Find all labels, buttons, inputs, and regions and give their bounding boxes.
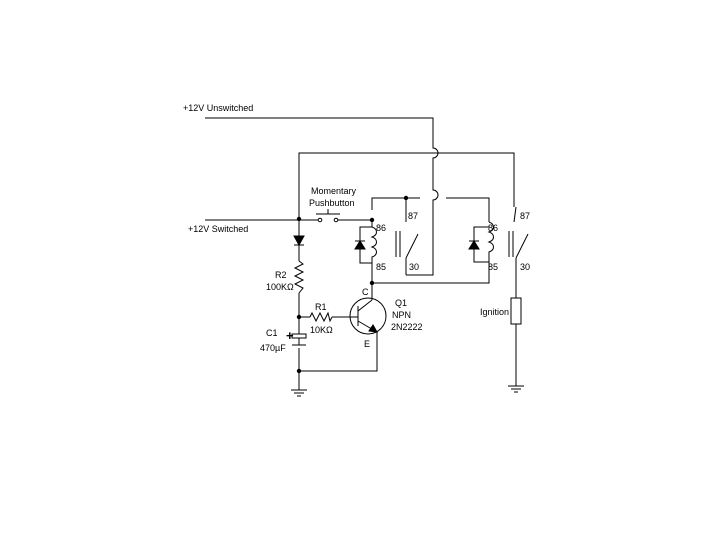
label-relay2-pin87: 87 — [520, 211, 530, 221]
wire-relay-87-bus-right — [446, 197, 490, 222]
label-r1-name: R1 — [315, 302, 327, 312]
wire-pushbutton-out — [338, 219, 373, 227]
junction-dot — [296, 314, 302, 320]
label-q1-type: NPN — [392, 310, 411, 320]
label-r1-value: 10KΩ — [310, 325, 333, 335]
ground-symbol-right — [508, 385, 524, 393]
label-relay1-pin85: 85 — [376, 262, 386, 272]
relay-2 — [468, 206, 529, 262]
capacitor-c1 — [291, 333, 307, 346]
label-relay1-pin30: 30 — [409, 262, 419, 272]
junction-dot — [296, 216, 302, 222]
diode-main — [293, 235, 305, 247]
wire-unswitched-rail — [205, 117, 439, 276]
relay-1 — [354, 218, 419, 275]
ignition-load — [510, 297, 522, 325]
ground-symbol-left — [291, 389, 307, 397]
resistor-r2 — [293, 260, 305, 294]
label-pushbutton-line1: Momentary — [311, 186, 357, 196]
label-q1-collector: C — [362, 287, 369, 297]
label-c1-name: C1 — [266, 328, 278, 338]
label-v-unswitched: +12V Unswitched — [183, 103, 253, 113]
label-relay1-pin86: 86 — [376, 223, 386, 233]
label-q1-part: 2N2222 — [391, 322, 423, 332]
label-relay2-pin30: 30 — [520, 262, 530, 272]
label-q1-emitter: E — [364, 339, 370, 349]
label-pushbutton-line2: Pushbutton — [309, 198, 355, 208]
label-r2-value: 100KΩ — [266, 282, 294, 292]
label-r2-name: R2 — [275, 270, 287, 280]
junction-dot — [369, 280, 375, 286]
label-q1-name: Q1 — [395, 298, 407, 308]
wire-relay-87-bus — [371, 197, 420, 210]
junction-dot — [369, 217, 375, 223]
wire-emitter-ground — [299, 332, 378, 372]
junction-dot — [296, 368, 302, 374]
wires — [205, 117, 517, 390]
wire-relay2-85-collector — [372, 262, 490, 284]
labels: +12V Unswitched +12V Switched Momentary … — [183, 103, 530, 353]
label-c1-value: 470µF — [260, 343, 286, 353]
label-ignition: Ignition — [480, 307, 509, 317]
label-relay2-pin86: 86 — [488, 223, 498, 233]
junction-dot — [403, 195, 409, 201]
label-c1-polarity: + — [286, 328, 294, 343]
wire-top-rail — [298, 152, 515, 219]
label-relay1-pin87: 87 — [408, 211, 418, 221]
junctions — [296, 195, 409, 374]
transistor-q1 — [349, 297, 387, 335]
label-relay2-pin85: 85 — [488, 262, 498, 272]
momentary-pushbutton — [316, 209, 340, 223]
label-v-switched: +12V Switched — [188, 224, 248, 234]
resistor-r1 — [309, 311, 333, 323]
